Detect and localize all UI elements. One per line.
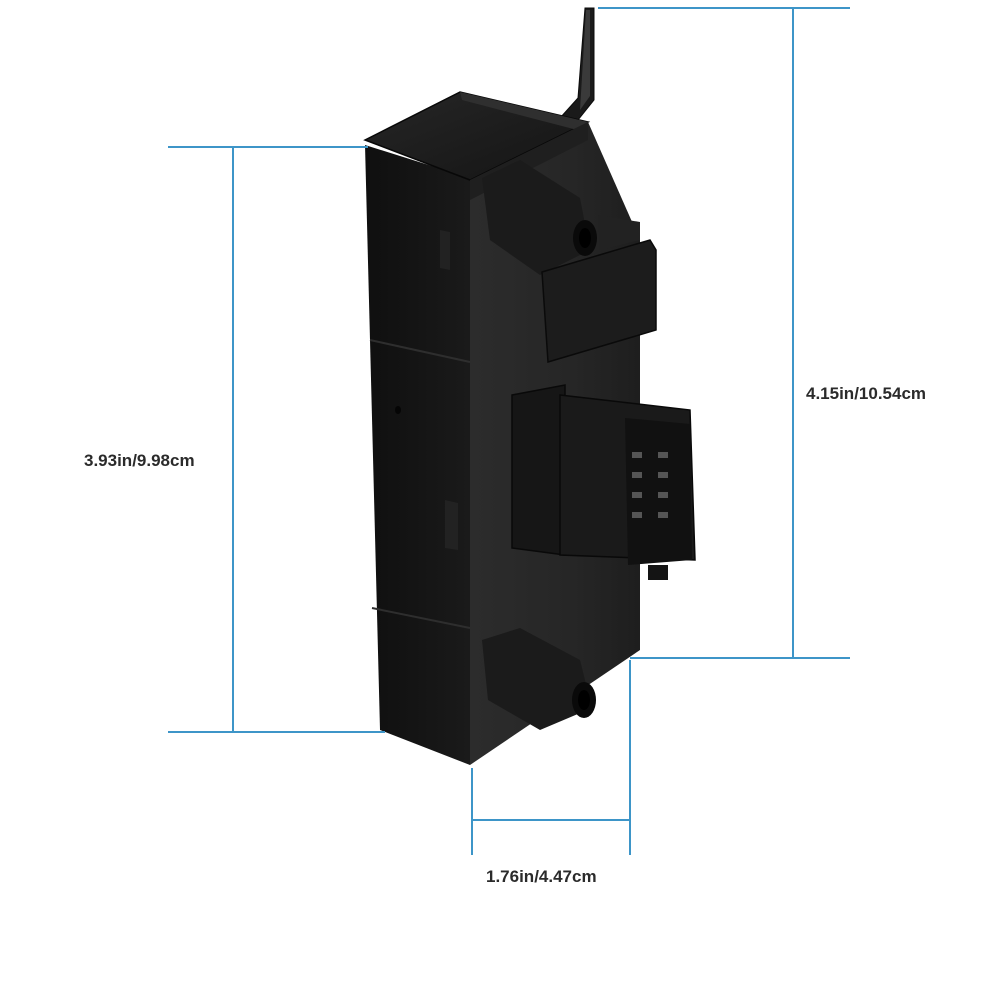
wiring-connector [511, 384, 696, 580]
module-body [363, 91, 696, 765]
dimension-height-right [598, 7, 850, 659]
height-left-label: 3.93in/9.98cm [84, 451, 195, 470]
dimension-height-left [168, 146, 385, 733]
width-label: 1.76in/4.47cm [486, 867, 597, 886]
dimension-width [471, 660, 631, 855]
mounting-bracket [558, 7, 595, 121]
height-right-label: 4.15in/10.54cm [806, 384, 927, 403]
